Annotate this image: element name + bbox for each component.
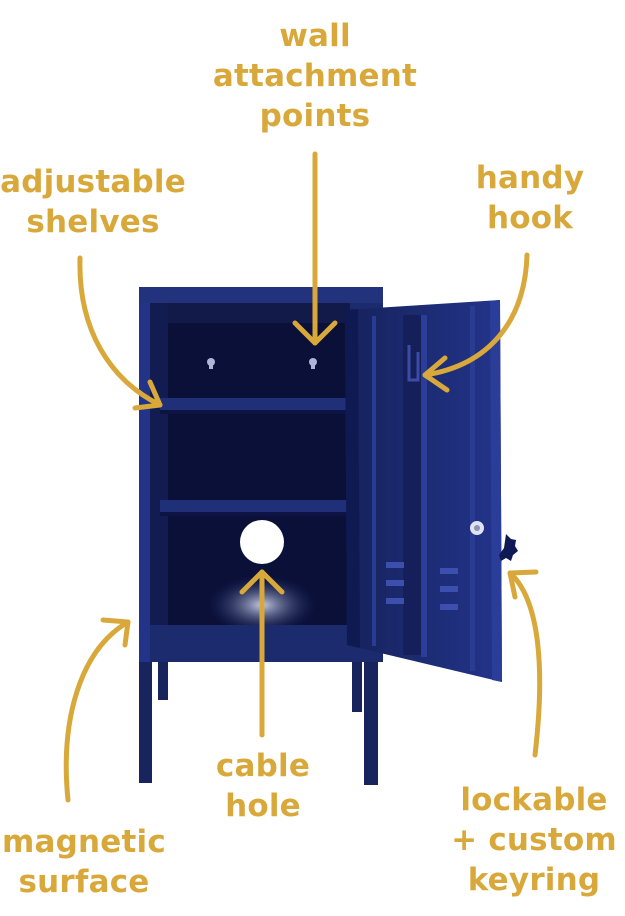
label-lockable-custom-keyring: lockable + custom keyring: [451, 782, 617, 898]
keyring: [499, 534, 518, 561]
label-magnetic-surface: magnetic surface: [2, 824, 166, 900]
arrow-magnetic-surface: [63, 619, 131, 803]
label-wall-attachment-points: wall attachment points: [212, 18, 418, 134]
arrow-adjustable-shelves: [77, 255, 163, 408]
callout-arrows: [63, 151, 543, 803]
arrow-handy-hook: [422, 252, 530, 378]
cable-hole-opening: [240, 520, 284, 564]
locker-legs: [139, 650, 378, 785]
label-cable-hole: cable hole: [215, 748, 311, 824]
arrow-lockable: [507, 570, 543, 758]
label-adjustable-shelves: adjustable shelves: [0, 164, 186, 240]
label-handy-hook: handy hook: [475, 160, 585, 236]
locker-door: [345, 300, 518, 682]
